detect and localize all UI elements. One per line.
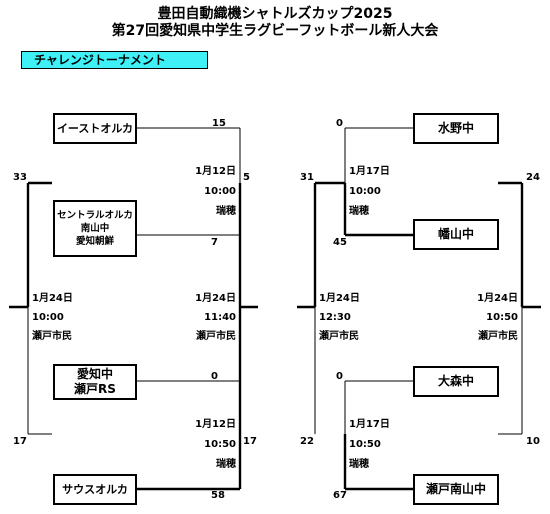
right-m1-venue: 瑞穂 [349, 206, 369, 217]
score-left-final-bottom-right: 17 [243, 436, 257, 447]
score-left-m1-bottom: 7 [211, 237, 218, 248]
right-final-right-time: 10:50 [486, 312, 518, 323]
score-right-m1-bottom: 45 [333, 237, 347, 248]
category-label: チャレンジトーナメント [21, 51, 208, 69]
score-right-final-bottom-left: 22 [300, 436, 314, 447]
right-final-right-venue: 瀬戸市民 [478, 331, 518, 342]
score-left-final-top-left: 33 [13, 172, 27, 183]
score-right-m2-bottom: 67 [333, 490, 347, 501]
left-m1-date: 1月12日 [195, 166, 236, 177]
left-m1-venue: 瑞穂 [216, 206, 236, 217]
team-name: イーストオルカ [56, 121, 134, 135]
right-m2-venue: 瑞穂 [349, 459, 369, 470]
team-box-right-4: 瀬戸南山中 [413, 474, 499, 505]
team-box-left-4: サウスオルカ [53, 474, 137, 505]
team-name: サウスオルカ [62, 482, 128, 496]
team-name: 瀬戸南山中 [425, 482, 486, 496]
team-box-left-3: 愛知中 瀬戸RS [53, 364, 137, 400]
left-m2-venue: 瑞穂 [216, 459, 236, 470]
left-m2-date: 1月12日 [195, 419, 236, 430]
left-final-right-time: 11:40 [204, 312, 236, 323]
left-m1-time: 10:00 [204, 186, 236, 197]
score-left-m2-bottom: 58 [211, 490, 225, 501]
score-right-final-top-right: 24 [526, 172, 540, 183]
team-name: セントラルオルカ [57, 210, 133, 221]
right-final-left-date: 1月24日 [319, 293, 360, 304]
score-right-m2-top: 0 [336, 371, 343, 382]
team-name: 瀬戸RS [74, 382, 116, 396]
left-final-right-venue: 瀬戸市民 [196, 331, 236, 342]
left-final-left-date: 1月24日 [32, 293, 73, 304]
right-final-left-time: 12:30 [319, 312, 351, 323]
score-right-m1-top: 0 [336, 118, 343, 129]
score-left-m1-top: 15 [212, 118, 226, 129]
score-left-m2-top: 0 [211, 371, 218, 382]
team-box-right-1: 水野中 [413, 113, 499, 144]
team-box-right-3: 大森中 [413, 366, 499, 397]
right-m2-time: 10:50 [349, 439, 381, 450]
team-name: 南山中 [80, 223, 110, 234]
team-box-right-2: 幡山中 [413, 219, 499, 250]
right-m1-time: 10:00 [349, 186, 381, 197]
team-name: 水野中 [437, 121, 474, 135]
left-final-right-date: 1月24日 [195, 293, 236, 304]
score-right-final-top-left: 31 [300, 172, 314, 183]
team-name: 愛知中 [76, 367, 113, 381]
team-name: 大森中 [437, 374, 474, 388]
left-final-left-time: 10:00 [32, 312, 64, 323]
tournament-subtitle: 第27回愛知県中学生ラグビーフットボール新人大会 [111, 23, 439, 39]
right-final-left-venue: 瀬戸市民 [319, 331, 359, 342]
tournament-title: 豊田自動織機シャトルズカップ2025 [157, 6, 393, 22]
right-final-right-date: 1月24日 [477, 293, 518, 304]
team-name: 幡山中 [437, 227, 474, 241]
left-final-left-venue: 瀬戸市民 [32, 331, 72, 342]
team-box-left-2: セントラルオルカ 南山中 愛知朝鮮 [53, 200, 137, 257]
right-m1-date: 1月17日 [349, 166, 390, 177]
score-right-final-bottom-right: 10 [526, 436, 540, 447]
score-left-final-top-right: 5 [243, 172, 250, 183]
left-m2-time: 10:50 [204, 439, 236, 450]
team-box-left-1: イーストオルカ [53, 113, 137, 144]
right-m2-date: 1月17日 [349, 419, 390, 430]
team-name: 愛知朝鮮 [75, 236, 114, 247]
score-left-final-bottom-left: 17 [13, 436, 27, 447]
